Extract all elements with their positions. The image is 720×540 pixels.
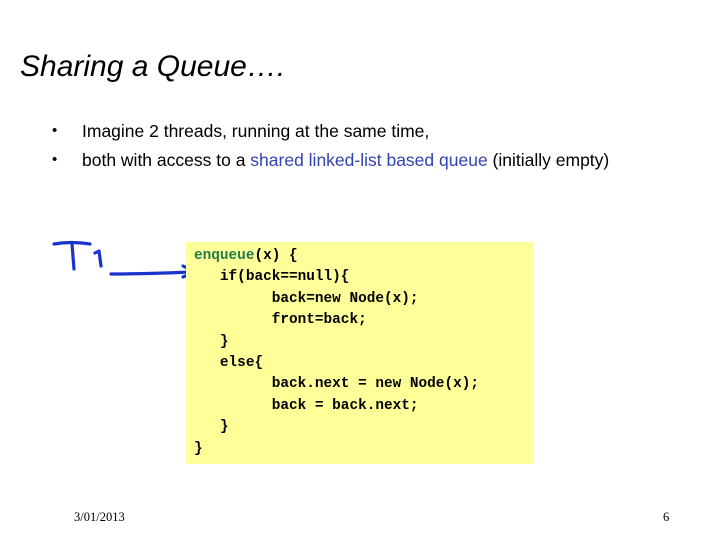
function-signature-rest: (x) { (254, 248, 298, 264)
code-line: back.next = new Node(x); (194, 376, 479, 393)
code-line: back = back.next; (194, 397, 419, 414)
code-block: enqueue(x) { if(back==null){ back=new No… (186, 242, 534, 464)
annotation-label: T1 (45, 232, 47, 233)
bullet-list: • Imagine 2 threads, running at the same … (52, 117, 609, 175)
page-number: 6 (663, 510, 670, 524)
bullet-text: Imagine 2 threads, running at the same t… (82, 121, 430, 141)
code-line: back=new Node(x); (194, 290, 419, 307)
code-line: else{ (194, 354, 264, 371)
function-name: enqueue (194, 248, 255, 264)
code-line: } (194, 333, 229, 350)
code-line: } (194, 440, 203, 457)
bullet-highlight-text: shared linked-list based queue (250, 150, 488, 170)
bullet-text-after: (initially empty) (487, 150, 610, 170)
bullet-icon: • (52, 151, 58, 168)
code-line: if(back==null){ (194, 269, 350, 286)
slide-title: Sharing a Queue…. (20, 50, 286, 83)
handwritten-arrow-icon: T1 (45, 232, 197, 279)
bullet-item-threads: • Imagine 2 threads, running at the same … (52, 117, 609, 146)
bullet-item-queue: • both with access to a shared linked-lis… (52, 146, 609, 175)
bullet-icon: • (52, 122, 58, 139)
code-line: front=back; (194, 312, 367, 329)
code-line-signature: enqueue(x) { (194, 246, 534, 267)
code-line: } (194, 419, 229, 436)
bullet-text: both with access to a (82, 150, 251, 170)
footer-date: 3/01/2013 (74, 510, 125, 524)
